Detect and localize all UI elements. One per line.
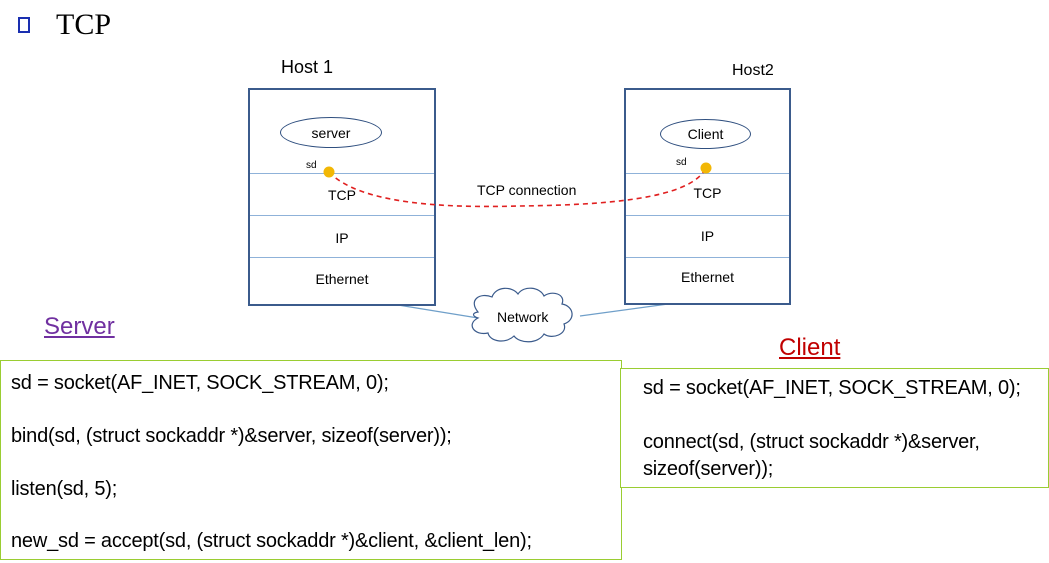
host2-layer-tcp: TCP xyxy=(693,185,722,201)
host1-server-process: server xyxy=(280,117,382,148)
tcp-connection-label: TCP connection xyxy=(477,182,577,198)
host1-label: Host 1 xyxy=(281,57,334,77)
server-code-line: listen(sd, 5); xyxy=(11,478,118,500)
server-section-label: Server xyxy=(44,313,115,340)
client-code-line: sizeof(server)); xyxy=(643,458,774,480)
host1-process-label: server xyxy=(311,124,351,141)
layer-divider xyxy=(250,173,434,174)
host2-socket-icon xyxy=(700,162,712,174)
network-label: Network xyxy=(497,309,549,325)
host2-layer-ip: IP xyxy=(700,228,715,244)
host2-process-label: Client xyxy=(687,126,724,142)
host1-socket-icon xyxy=(323,166,335,178)
host2-client-process: Client xyxy=(660,119,751,149)
host2-label: Host2 xyxy=(732,62,774,79)
layer-divider xyxy=(626,215,789,216)
client-code-box: sd = socket(AF_INET, SOCK_STREAM, 0); co… xyxy=(620,368,1049,488)
host1-socket-label: sd xyxy=(306,160,317,171)
server-code-line: sd = socket(AF_INET, SOCK_STREAM, 0); xyxy=(11,372,389,394)
host1-network-link xyxy=(397,304,479,319)
host1-layer-ethernet: Ethernet xyxy=(315,271,369,287)
layer-divider xyxy=(250,215,434,216)
page-header: TCP xyxy=(18,8,111,42)
client-code-line: connect(sd, (struct sockaddr *)&server, xyxy=(643,431,980,453)
server-code-line: bind(sd, (struct sockaddr *)&server, siz… xyxy=(11,425,452,447)
server-code-box: sd = socket(AF_INET, SOCK_STREAM, 0); bi… xyxy=(0,360,622,560)
layer-divider xyxy=(626,257,789,258)
client-section-label: Client xyxy=(779,334,841,361)
client-code-line: sd = socket(AF_INET, SOCK_STREAM, 0); xyxy=(643,377,1021,399)
layer-divider xyxy=(626,173,789,174)
host2-network-link xyxy=(579,303,669,317)
host1-layer-tcp: TCP xyxy=(328,187,356,203)
square-bullet-icon xyxy=(18,17,30,33)
page-title: TCP xyxy=(56,8,112,41)
host1-layer-ip: IP xyxy=(335,230,349,246)
network-cloud-icon xyxy=(471,287,573,343)
layer-divider xyxy=(250,257,434,258)
tcp-connection-line xyxy=(328,167,707,208)
host2-socket-label: sd xyxy=(676,157,687,168)
host2-layer-ethernet: Ethernet xyxy=(681,269,734,285)
server-code-line: new_sd = accept(sd, (struct sockaddr *)&… xyxy=(11,530,532,552)
